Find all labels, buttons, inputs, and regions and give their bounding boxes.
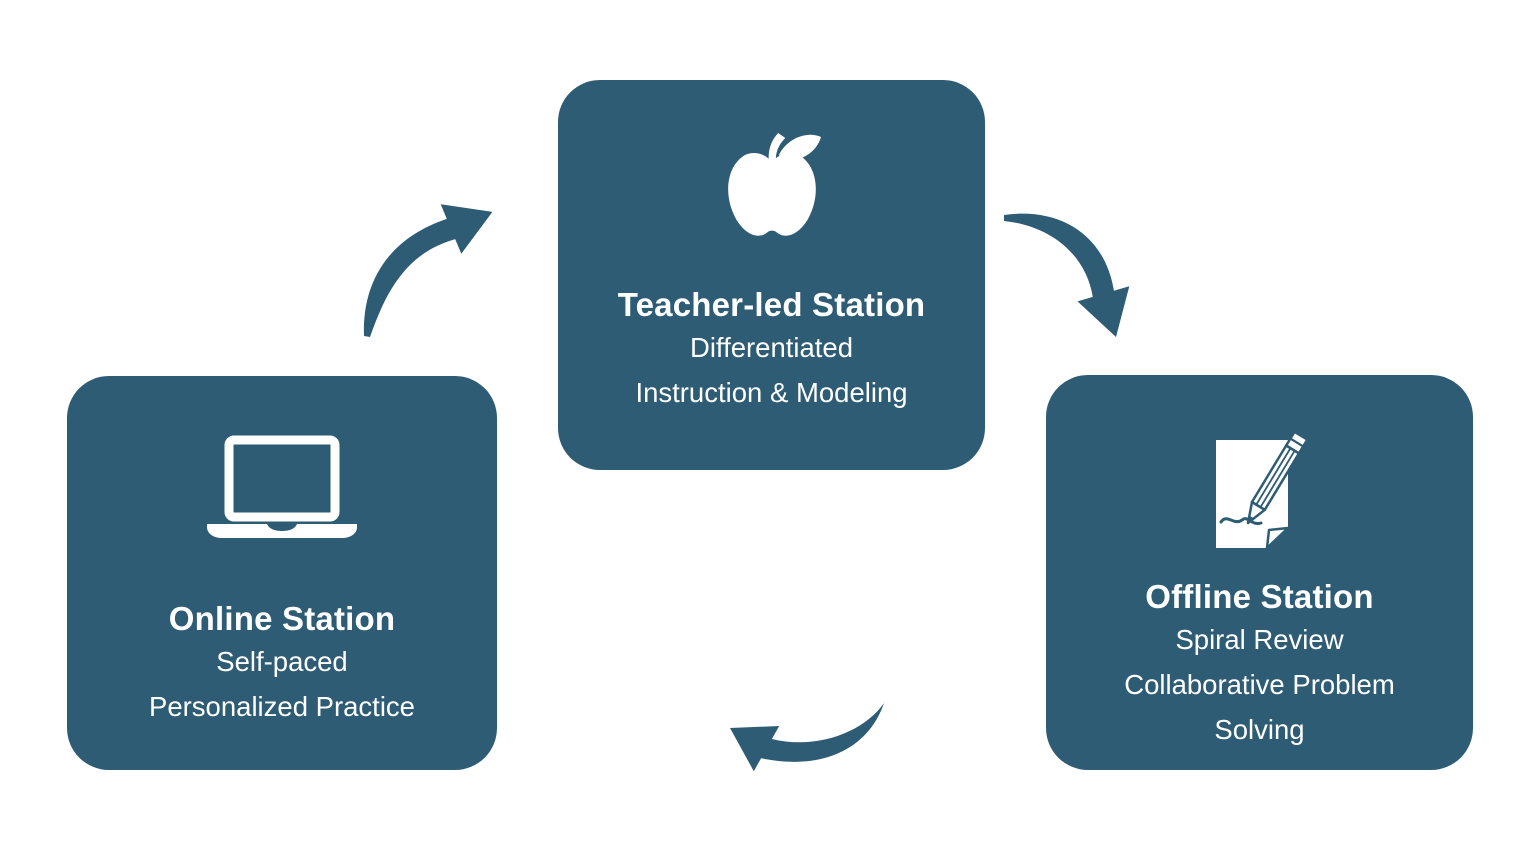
arrow-online-to-teacher-icon bbox=[363, 204, 493, 337]
paper-pencil-icon bbox=[1206, 419, 1314, 561]
station-title: Offline Station bbox=[1145, 578, 1374, 615]
station-description: Spiral Review Collaborative Problem Solv… bbox=[1079, 617, 1441, 753]
station-description-line: Personalized Practice bbox=[149, 690, 415, 722]
station-description-line: Spiral Review bbox=[1175, 623, 1344, 655]
station-title: Online Station bbox=[168, 600, 396, 637]
station-description: Differentiated Instruction & Modeling bbox=[635, 325, 907, 416]
station-card-teacher-led: Teacher-led Station Differentiated Instr… bbox=[558, 80, 985, 470]
station-description-line: Differentiated bbox=[689, 331, 854, 363]
station-card-offline: Offline Station Spiral Review Collaborat… bbox=[1046, 375, 1473, 770]
laptop-icon bbox=[206, 432, 358, 544]
apple-icon bbox=[721, 127, 823, 245]
station-description: Self-paced Personalized Practice bbox=[149, 639, 415, 730]
station-description-line: Collaborative Problem Solving bbox=[1124, 668, 1395, 746]
station-title: Teacher-led Station bbox=[617, 286, 926, 323]
arrow-offline-to-online-icon bbox=[730, 703, 884, 772]
station-description-line: Instruction & Modeling bbox=[635, 376, 908, 408]
station-card-online: Online Station Self-paced Personalized P… bbox=[67, 376, 497, 770]
arrow-teacher-to-offline-icon bbox=[1004, 213, 1130, 337]
station-description-line: Self-paced bbox=[216, 645, 348, 677]
